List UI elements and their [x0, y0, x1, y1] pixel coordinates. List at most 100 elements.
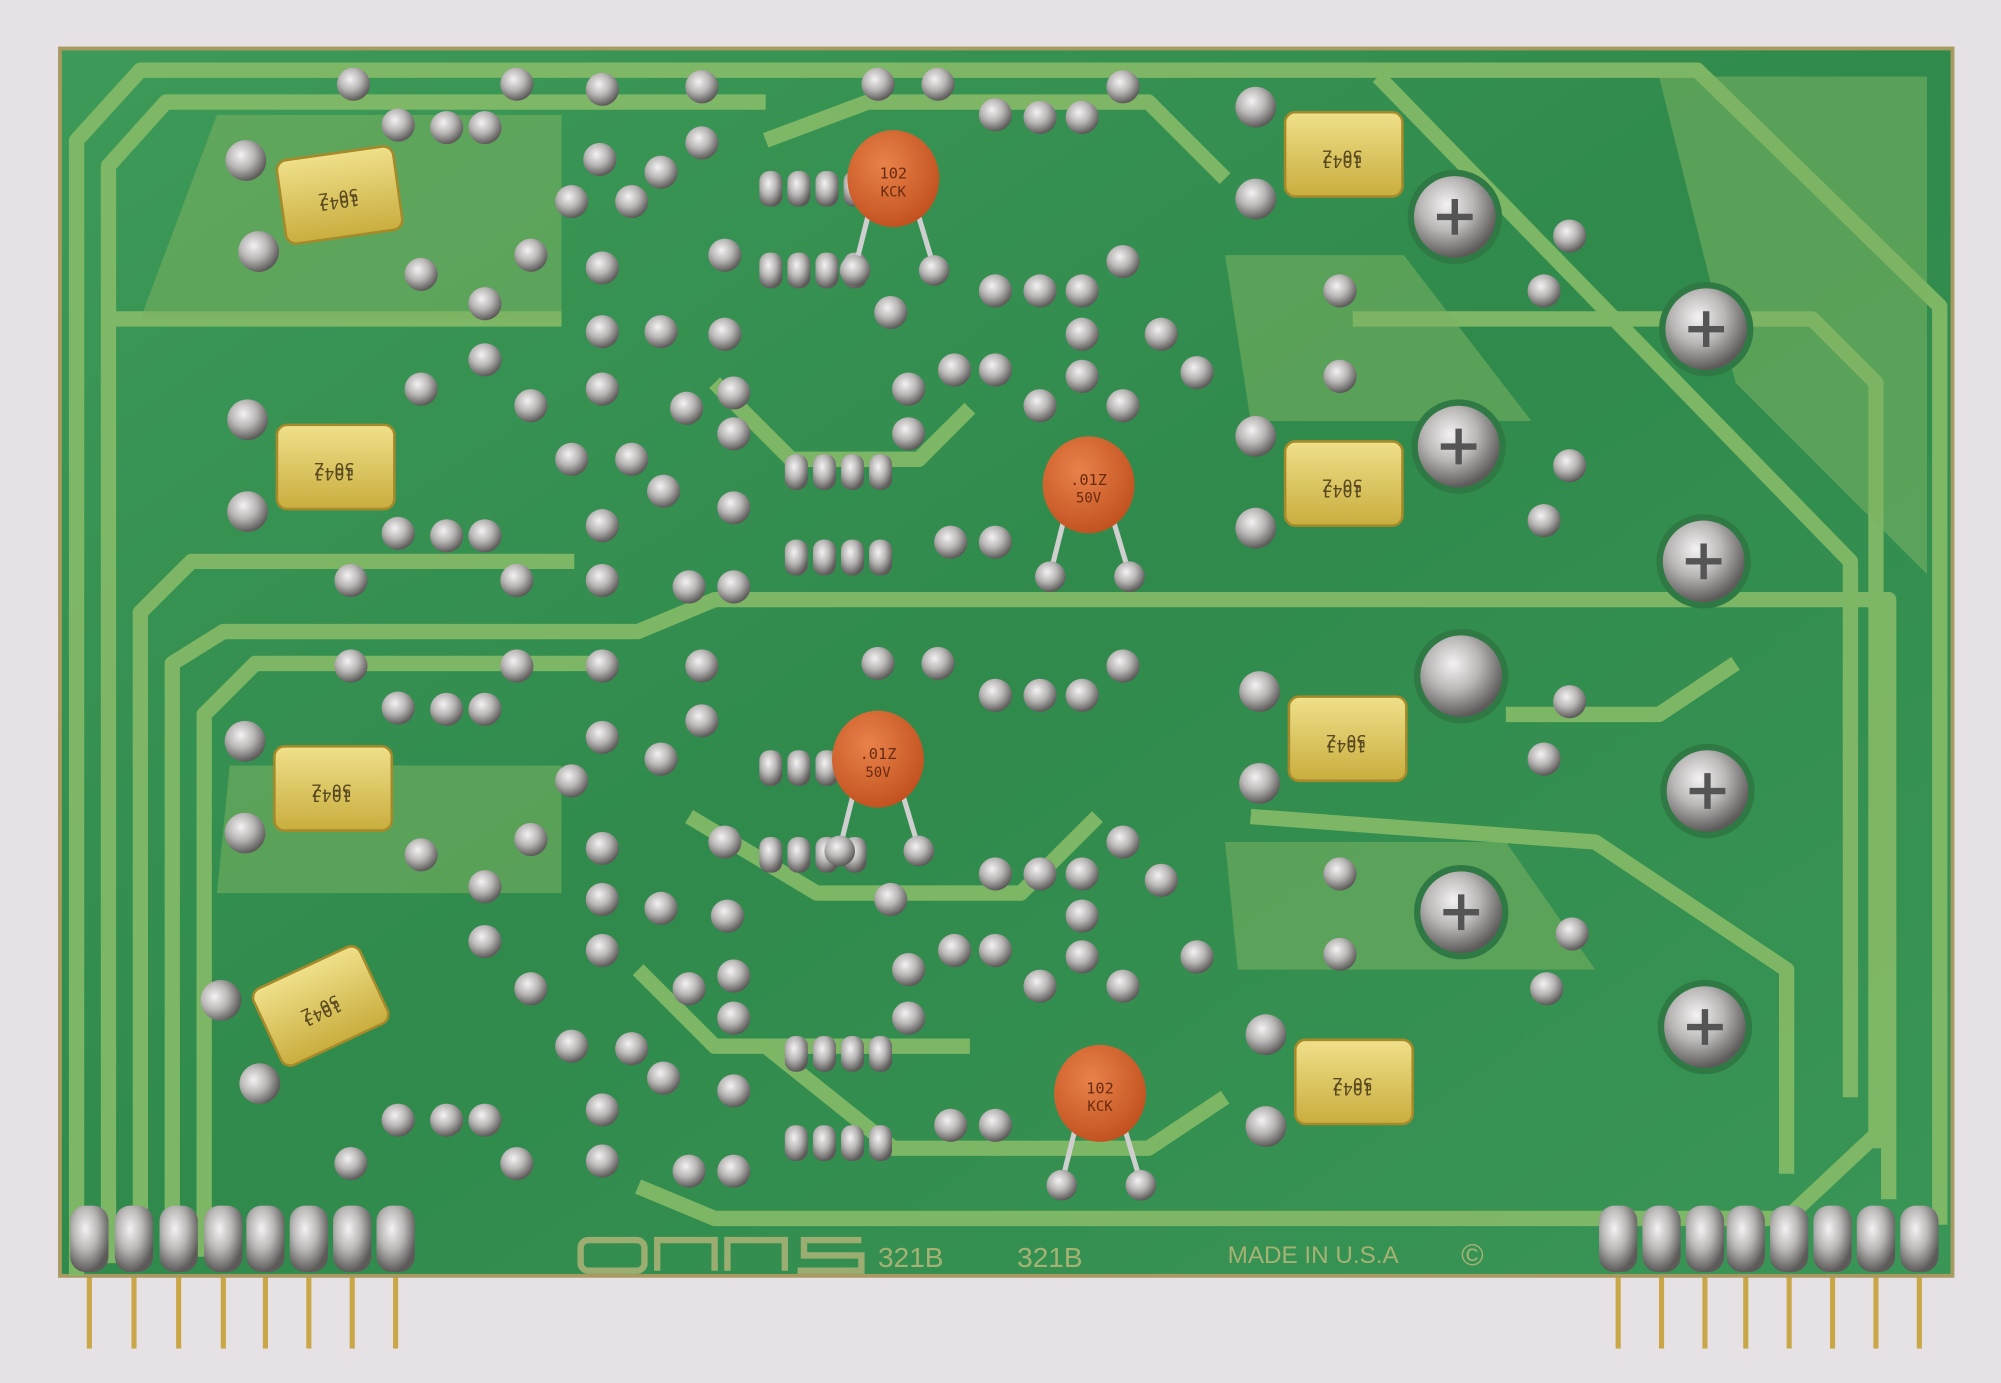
solder-pad [685, 649, 719, 683]
solder-pad [1530, 972, 1564, 1006]
solder-pad [1553, 449, 1587, 483]
solder-pad [978, 933, 1012, 968]
solder-pad [892, 953, 926, 987]
phillips-head-icon [1689, 773, 1726, 809]
edge-connector-pad [204, 1205, 243, 1273]
solder-pad [334, 649, 368, 683]
solder-pad [787, 252, 811, 289]
capacitor-value-marking: .01Z [860, 745, 897, 763]
solder-pad [585, 72, 619, 106]
mounting-screw [1656, 514, 1751, 609]
solder-pad [1065, 857, 1099, 891]
solder-pad [1023, 969, 1057, 1003]
edge-connector-pad [1770, 1205, 1809, 1273]
solder-pad [334, 1146, 368, 1181]
solder-pad [934, 525, 968, 559]
solder-pad [615, 184, 649, 219]
solder-pad [514, 389, 548, 423]
solder-pad [978, 98, 1012, 132]
mounting-screw [1407, 169, 1503, 265]
edge-connector-pad [376, 1205, 415, 1273]
solder-pad [468, 924, 502, 959]
solder-pad [615, 442, 649, 476]
solder-pad [759, 170, 783, 207]
mounting-screw [1413, 865, 1509, 960]
solder-pad [468, 110, 502, 145]
solder-pad [1555, 917, 1589, 951]
capacitor-value-marking: 104J [1333, 1079, 1373, 1098]
edge-connector-pad [1599, 1205, 1638, 1273]
solder-pad [1106, 70, 1140, 104]
solder-pad [717, 1074, 751, 1108]
solder-pad [1553, 219, 1587, 253]
solder-pad [500, 1146, 534, 1181]
solder-pad [978, 353, 1012, 387]
solder-pad [978, 857, 1012, 891]
silkscreen: 321B 321B MADE IN U.S.A © [577, 1236, 1484, 1274]
solder-pad [381, 1103, 415, 1137]
solder-pad [644, 742, 678, 776]
capacitor-voltage-marking: 50 Z [1323, 476, 1363, 495]
edge-connector-pad [114, 1205, 154, 1273]
solder-pad [1023, 857, 1057, 891]
solder-pad [644, 315, 678, 349]
capacitor-voltage-marking: 50 Z [314, 459, 354, 478]
capacitor-rating-marking: KCK [1087, 1099, 1113, 1115]
solder-pad [784, 539, 808, 576]
edge-connector-pad [1726, 1205, 1765, 1273]
solder-pad [585, 1093, 619, 1127]
solder-pad [669, 391, 704, 425]
copper-traces [68, 62, 1948, 1276]
solder-pad [869, 454, 893, 490]
solder-pad [978, 678, 1012, 712]
solder-pad [869, 1035, 893, 1072]
capacitor-rating-marking: KCK [881, 184, 907, 200]
solder-pad [644, 155, 678, 189]
solder-pad [336, 67, 371, 101]
solder-pad [1065, 678, 1099, 712]
gold-pin [220, 1269, 226, 1349]
capacitor-value-marking: 104J [1326, 736, 1366, 755]
solder-pad [514, 238, 548, 272]
edge-connector-pad [1856, 1205, 1896, 1273]
solder-pad [514, 972, 548, 1006]
solder-pad [1527, 503, 1561, 538]
solder-pad [1023, 100, 1057, 134]
solder-pad [381, 691, 415, 725]
solder-pad [1065, 940, 1099, 974]
solder-pad [1065, 317, 1099, 351]
gold-pin [1702, 1269, 1708, 1349]
gold-pin [1873, 1269, 1879, 1349]
solder-pad [1023, 678, 1057, 712]
solder-pad [672, 1154, 706, 1188]
solder-pad [784, 454, 808, 490]
phillips-head-icon [1687, 1009, 1723, 1045]
edge-connector-pad [1685, 1205, 1725, 1273]
gold-pin [86, 1269, 92, 1349]
capacitor-rating-marking: 50V [865, 765, 891, 781]
solder-pad [1144, 863, 1178, 897]
solder-pad [892, 1001, 926, 1035]
solder-pad [1065, 899, 1099, 933]
solder-pad [404, 372, 438, 406]
edge-connector-pad [246, 1205, 285, 1273]
solder-pad [784, 1125, 808, 1162]
solder-pad [334, 563, 368, 598]
solder-pad [784, 1035, 808, 1072]
solder-pad [430, 110, 464, 145]
gold-pin [1658, 1269, 1665, 1349]
solder-pad [1323, 274, 1357, 308]
solder-pad [1106, 969, 1140, 1003]
mounting-screw [1413, 628, 1509, 724]
edge-connector-pad [1642, 1205, 1681, 1273]
edge-connector-pad [1813, 1205, 1852, 1273]
solder-pad [812, 1035, 836, 1072]
edge-connector-pad [333, 1205, 372, 1273]
solder-pad [717, 376, 751, 410]
solder-pad [585, 509, 619, 543]
solder-pad [672, 570, 706, 604]
solder-pad [787, 170, 811, 207]
